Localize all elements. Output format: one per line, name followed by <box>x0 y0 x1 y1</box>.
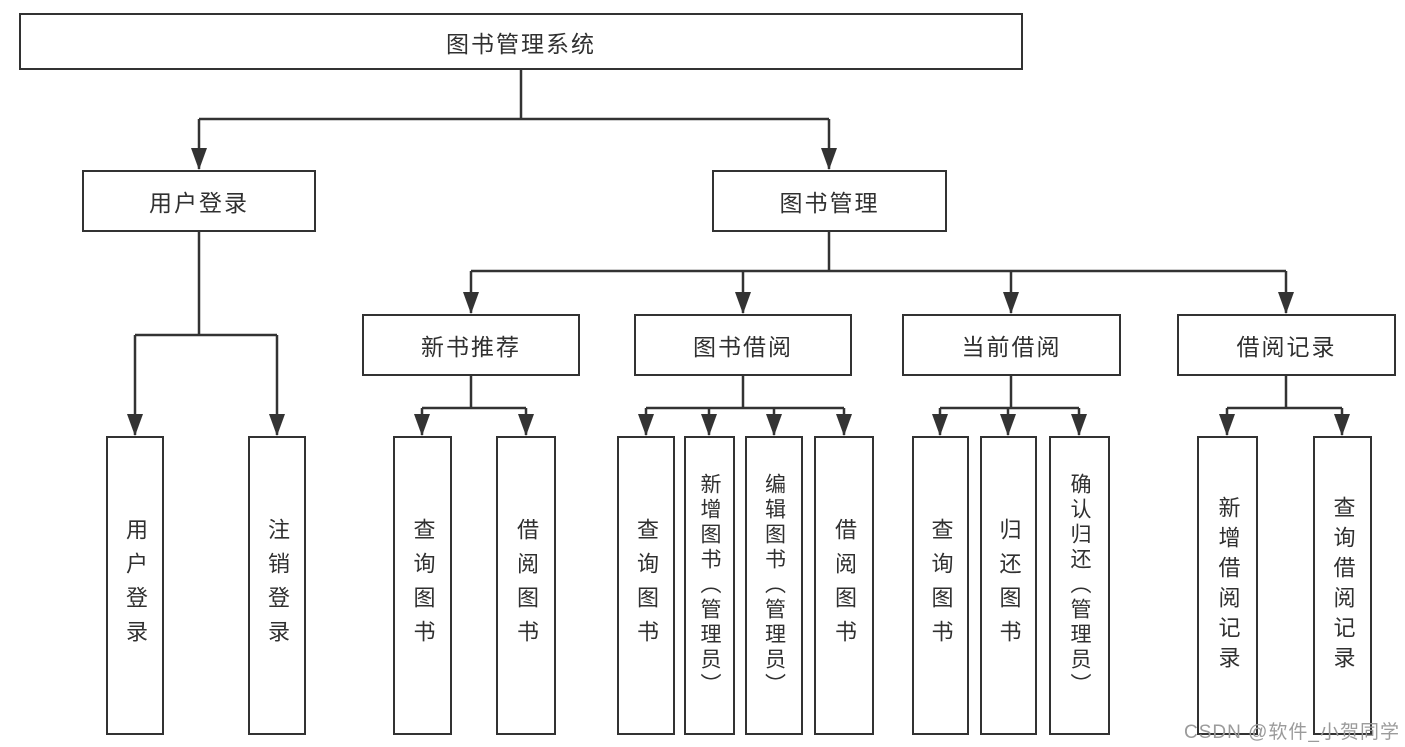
leaf-borrow-books-recommend: 借阅图书 <box>496 436 556 735</box>
node-new-book-recommend: 新书推荐 <box>362 314 580 376</box>
watermark-text: CSDN @软件_小贺同学 <box>1184 722 1400 743</box>
leaf-query-books-borrow: 查询图书 <box>617 436 675 735</box>
node-borrow-records: 借阅记录 <box>1177 314 1396 376</box>
leaf-user-login-label: 用户登录 <box>123 517 148 654</box>
node-book-management-label: 图书管理 <box>779 190 880 216</box>
leaf-query-books-borrow-label: 查询图书 <box>634 517 659 654</box>
leaf-edit-books-admin-label: 编辑图书（管理员） <box>762 473 786 698</box>
leaf-query-books-current-label: 查询图书 <box>928 517 954 654</box>
leaf-return-books-label: 归还图书 <box>996 517 1022 654</box>
node-current-borrow-label: 当前借阅 <box>961 334 1062 360</box>
leaf-query-borrow-record-label: 查询借阅记录 <box>1330 495 1356 676</box>
leaf-add-books-admin-label: 新增图书（管理员） <box>698 473 721 698</box>
leaf-borrow-books-label: 借阅图书 <box>832 517 857 654</box>
leaf-query-books-current: 查询图书 <box>912 436 969 735</box>
node-user-login: 用户登录 <box>82 170 316 232</box>
node-new-book-recommend-label: 新书推荐 <box>421 334 521 360</box>
node-library-system: 图书管理系统 <box>19 13 1023 70</box>
node-current-borrow: 当前借阅 <box>902 314 1121 376</box>
leaf-edit-books-admin: 编辑图书（管理员） <box>745 436 803 735</box>
leaf-add-books-admin: 新增图书（管理员） <box>684 436 735 735</box>
leaf-logout: 注销登录 <box>248 436 306 735</box>
node-book-borrow: 图书借阅 <box>634 314 852 376</box>
leaf-borrow-books-recommend-label: 借阅图书 <box>514 517 539 654</box>
leaf-confirm-return-admin-label: 确认归还（管理员） <box>1068 473 1091 698</box>
node-user-login-label: 用户登录 <box>149 190 249 216</box>
node-book-borrow-label: 图书借阅 <box>693 334 793 360</box>
leaf-user-login: 用户登录 <box>106 436 164 735</box>
leaf-confirm-return-admin: 确认归还（管理员） <box>1049 436 1110 735</box>
leaf-query-books-recommend-label: 查询图书 <box>410 517 436 654</box>
leaf-query-books-recommend: 查询图书 <box>393 436 452 735</box>
leaf-query-borrow-record: 查询借阅记录 <box>1313 436 1372 735</box>
leaf-logout-label: 注销登录 <box>265 517 290 654</box>
node-book-management: 图书管理 <box>712 170 947 232</box>
leaf-return-books: 归还图书 <box>980 436 1037 735</box>
leaf-add-borrow-record-label: 新增借阅记录 <box>1215 495 1241 676</box>
node-borrow-records-label: 借阅记录 <box>1236 334 1337 360</box>
node-library-system-label: 图书管理系统 <box>446 30 596 57</box>
leaf-borrow-books: 借阅图书 <box>814 436 874 735</box>
leaf-add-borrow-record: 新增借阅记录 <box>1197 436 1258 735</box>
